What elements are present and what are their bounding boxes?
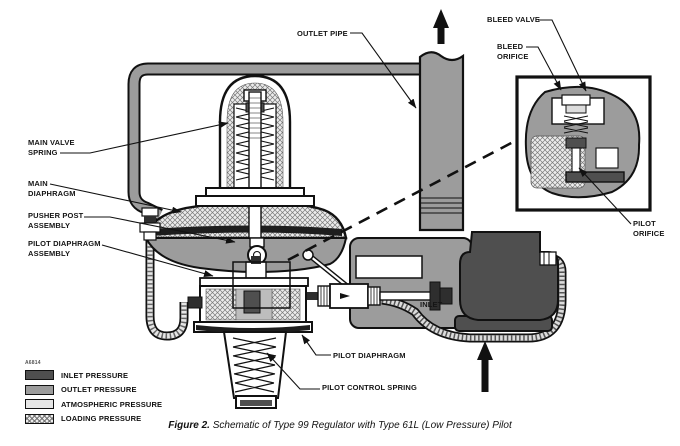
label-pilot-diaphragm: PILOT DIAPHRAGM (333, 351, 406, 360)
figure-caption-number: Figure 2. (168, 420, 210, 431)
pilot-control-spring-drawing (222, 331, 288, 409)
valve-linkage-drawing (290, 249, 453, 311)
outlet-pipe-drawing (418, 51, 465, 232)
inlet-supply-hose-drawing (381, 253, 567, 343)
inlet-body-drawing (454, 231, 559, 332)
outlet-pressure-swatch (25, 384, 54, 395)
label-outlet-pipe: OUTLET PIPE (297, 29, 348, 38)
inlet-pressure-swatch (25, 370, 54, 380)
outlet-pipe-loop-drawing (127, 62, 421, 221)
label-bleed-orifice: BLEED ORIFICE (497, 42, 529, 61)
label-pilot-control-spring: PILOT CONTROL SPRING (322, 383, 417, 392)
label-pilot-orifice: PILOT ORIFICE (633, 219, 665, 238)
main-valve-spring-drawing (195, 74, 315, 239)
pilot-detail-inset (515, 75, 652, 212)
figure-caption: Figure 2. Schematic of Type 99 Regulator… (0, 420, 680, 431)
drawing-number: A6814 (25, 360, 41, 366)
legend-item-outlet-pressure: OUTLET PRESSURE (25, 384, 162, 395)
label-inlet: INLET (420, 300, 443, 309)
pressure-legend: A6814 INLET PRESSURE OUTLET PRESSURE ATM… (25, 360, 162, 428)
legend-item-loading-pressure: LOADING PRESSURE (25, 413, 162, 424)
outlet-flow-arrow (433, 9, 449, 44)
detail-region-box (232, 261, 291, 309)
legend-item-atmospheric-pressure: ATMOSPHERIC PRESSURE (25, 399, 162, 409)
control-line-fitting-drawing (139, 207, 161, 241)
figure-caption-text: Schematic of Type 99 Regulator with Type… (209, 420, 512, 431)
legend-label: LOADING PRESSURE (61, 414, 142, 423)
detail-dashed-line (287, 138, 518, 262)
loading-pressure-swatch (25, 413, 54, 424)
label-pilot-diaphragm-assembly: PILOT DIAPHRAGM ASSEMBLY (28, 239, 101, 258)
legend-label: ATMOSPHERIC PRESSURE (61, 399, 163, 409)
label-main-diaphragm: MAIN DIAPHRAGM (28, 179, 76, 198)
loading-pressure-hose-drawing (145, 238, 189, 341)
label-main-valve-spring: MAIN VALVE SPRING (28, 138, 75, 157)
label-pusher-post-assembly: PUSHER POST ASSEMBLY (28, 211, 84, 230)
legend-label: INLET PRESSURE (61, 370, 129, 380)
legend-item-inlet-pressure: INLET PRESSURE (25, 370, 162, 380)
atmospheric-pressure-swatch (25, 399, 54, 409)
inlet-flow-arrow (477, 341, 493, 392)
outlet-passage-drawing (355, 255, 423, 279)
leader-lines (49, 19, 632, 390)
legend-label: OUTLET PRESSURE (61, 385, 137, 394)
label-bleed-valve: BLEED VALVE (487, 15, 541, 24)
